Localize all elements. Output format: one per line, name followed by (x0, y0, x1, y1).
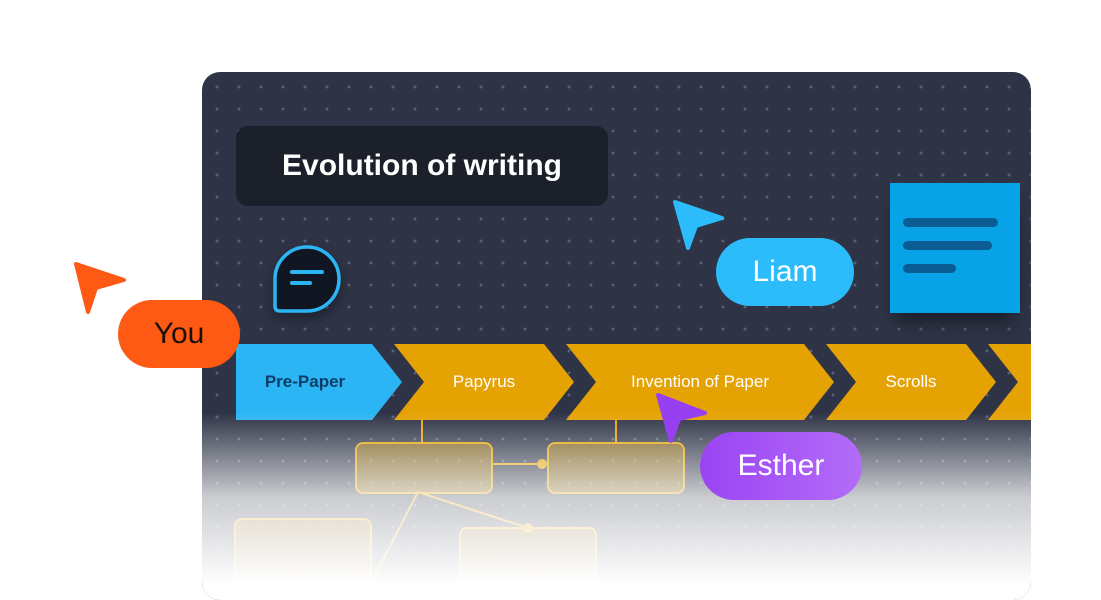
sub-topic-box[interactable] (459, 527, 597, 600)
sticky-note[interactable] (890, 183, 1020, 313)
sticky-note-line (903, 218, 998, 227)
timeline-step-pre-paper[interactable]: Pre-Paper (236, 344, 402, 420)
board-title: Evolution of writing (282, 149, 562, 182)
timeline-step-label: Papyrus (452, 372, 516, 391)
liam-name: Liam (752, 255, 818, 288)
liam-cursor-icon (673, 200, 724, 250)
you-name: You (153, 317, 205, 350)
liam-name-tag: Liam (716, 238, 854, 306)
you-name-tag: You (118, 300, 240, 368)
esther-name: Esther (737, 449, 825, 482)
board-title-card[interactable]: Evolution of writing (236, 126, 608, 206)
sticky-note-line (903, 241, 992, 250)
whiteboard-canvas[interactable]: Evolution of writing Pre-Paper Papyrus I… (202, 72, 1031, 600)
sub-topic-box[interactable] (234, 518, 372, 600)
timeline-step-label: Pre-Paper (264, 372, 346, 391)
timeline-step-label: Invention of Paper (631, 372, 769, 391)
sub-topic-box[interactable] (355, 442, 493, 494)
timeline-step-invention-of-paper[interactable]: Invention of Paper (566, 344, 834, 420)
timeline-step-label: Scrolls (885, 372, 937, 391)
esther-name-tag: Esther (700, 432, 862, 500)
timeline-flow: Pre-Paper Papyrus Invention of Paper Scr… (236, 344, 1031, 420)
you-cursor-icon (74, 262, 126, 314)
chat-bubble-icon[interactable] (272, 244, 342, 314)
timeline-step-papyrus[interactable]: Papyrus (394, 344, 574, 420)
sub-topic-box[interactable] (547, 442, 685, 494)
esther-cursor-icon (656, 393, 707, 443)
sticky-note-line (903, 264, 956, 273)
